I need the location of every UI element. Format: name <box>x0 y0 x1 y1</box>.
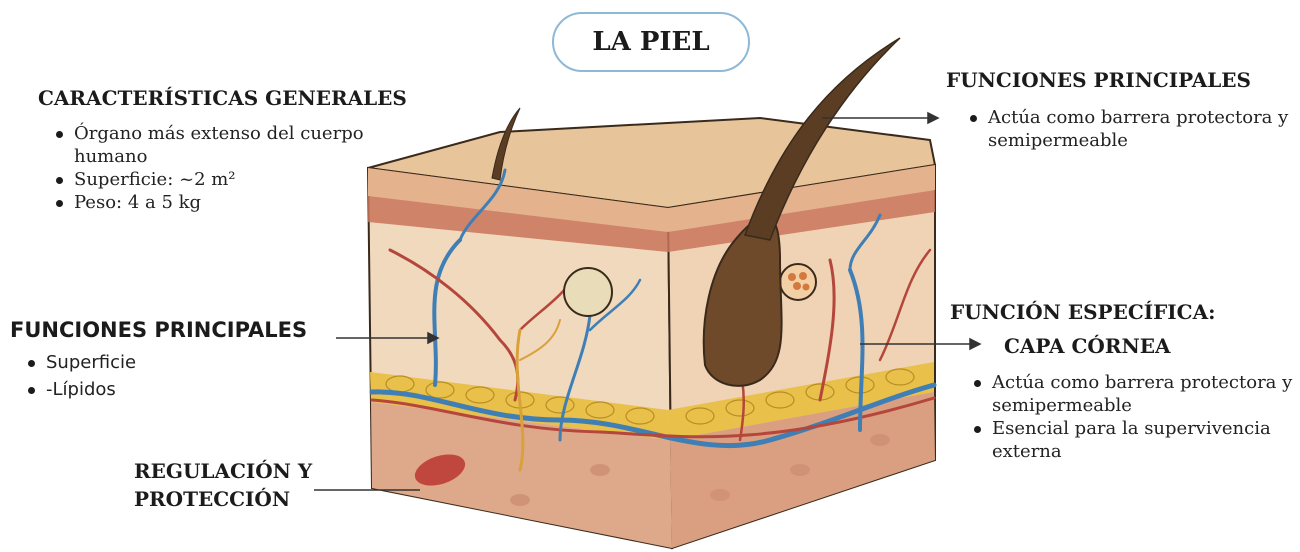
heading-capa-cornea: CAPA CÓRNEA <box>1004 334 1171 358</box>
list-item: Esencial para la supervivencia externa <box>970 417 1296 463</box>
gland <box>564 268 612 316</box>
list-item: Órgano más extenso del cuerpo humano <box>52 122 430 168</box>
heading-caracteristicas: CARACTERÍSTICAS GENERALES <box>38 86 407 110</box>
list-item: Superficie: ~2 m² <box>52 168 430 191</box>
heading-funciones-left: FUNCIONES PRINCIPALES <box>10 318 307 342</box>
heading-regulacion-line1: REGULACIÓN Y <box>134 459 312 483</box>
page-title: LA PIEL <box>552 12 750 72</box>
list-item: Superficie <box>24 349 264 376</box>
sweat-gland <box>780 264 816 300</box>
heading-funcion-especifica: FUNCIÓN ESPECÍFICA: <box>950 300 1215 324</box>
list-capa-cornea: Actúa como barrera protectora y semiperm… <box>970 371 1296 463</box>
list-caracteristicas: Órgano más extenso del cuerpo humano Sup… <box>52 122 430 214</box>
list-item: -Lípidos <box>24 376 264 403</box>
list-item: Actúa como barrera protectora y semiperm… <box>966 106 1296 152</box>
list-item: Actúa como barrera protectora y semiperm… <box>970 371 1296 417</box>
heading-funciones-right: FUNCIONES PRINCIPALES <box>946 68 1251 92</box>
list-funciones-left: Superficie -Lípidos <box>24 349 264 403</box>
heading-regulacion-line2: PROTECCIÓN <box>134 487 290 511</box>
list-item: Peso: 4 a 5 kg <box>52 191 430 214</box>
list-funciones-right: Actúa como barrera protectora y semiperm… <box>966 106 1296 152</box>
